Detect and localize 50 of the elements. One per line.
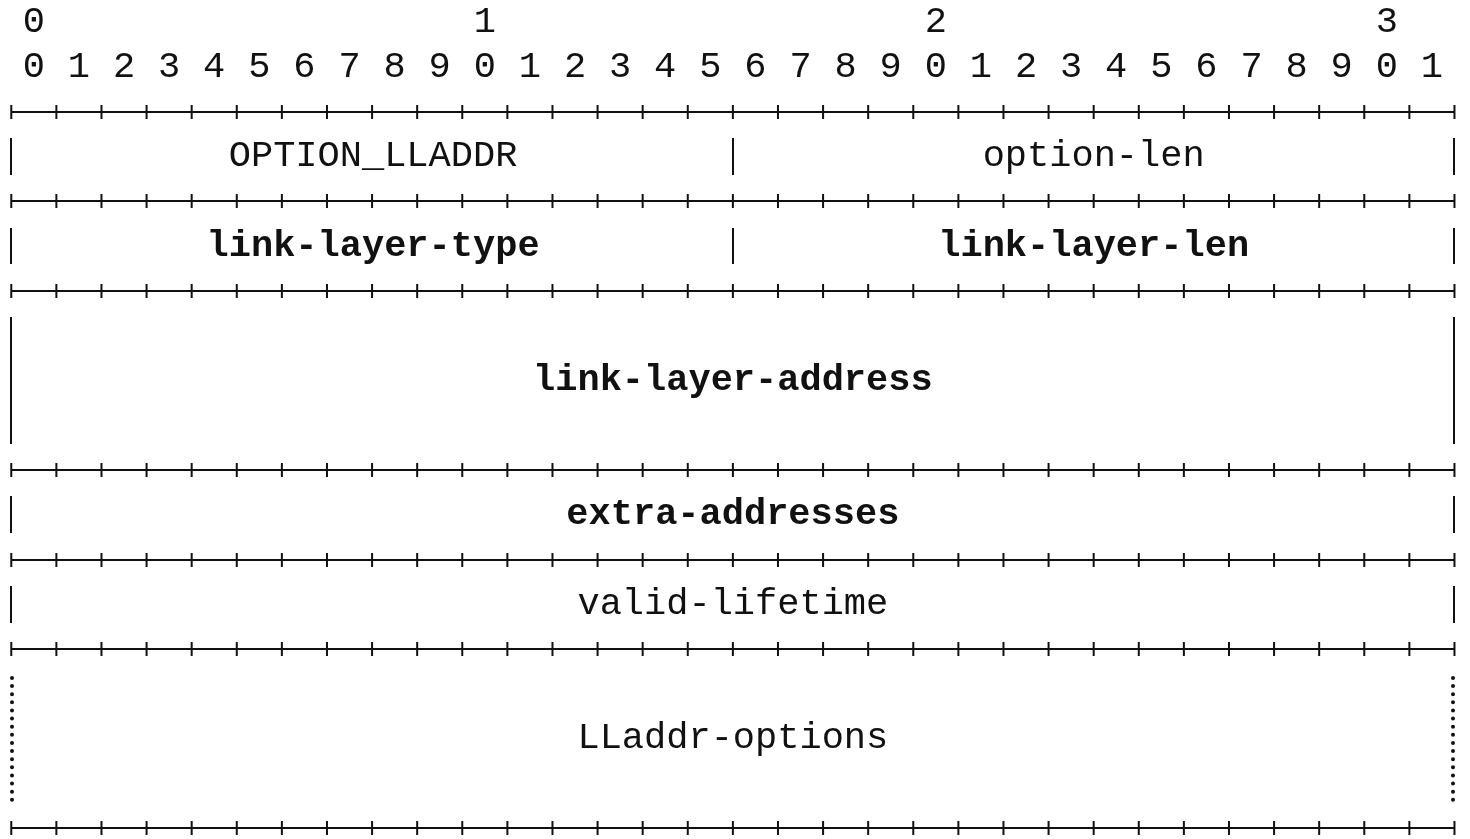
bit-number: 4: [654, 48, 677, 86]
field-box: [10, 496, 1456, 534]
bit-number: 9: [1330, 48, 1353, 86]
bit-number: 5: [1150, 48, 1173, 86]
bit-number: 1: [1420, 48, 1444, 86]
bit-number: 2: [112, 48, 136, 86]
field-box: [731, 227, 1456, 265]
bit-number: 4: [203, 48, 226, 86]
byte-offset-number: 0: [22, 3, 45, 41]
field-name: option-len: [982, 137, 1205, 175]
bit-number: 5: [248, 48, 271, 86]
bit-number: 0: [22, 48, 45, 86]
bit-number: 7: [1240, 48, 1263, 86]
bit-number: 7: [338, 48, 361, 86]
field-name: link-layer-type: [206, 227, 540, 265]
field-box: [10, 586, 1456, 623]
field-name: link-layer-len: [938, 227, 1250, 265]
bit-number: 5: [699, 48, 722, 86]
byte-offset-number: 1: [473, 3, 496, 41]
field-name: valid-lifetime: [577, 585, 889, 623]
bit-number: 2: [1014, 48, 1038, 86]
bit-number: 1: [969, 48, 993, 86]
field-name: link-layer-address: [533, 361, 933, 399]
bit-number: 6: [293, 48, 316, 86]
bit-number: 3: [158, 48, 181, 86]
bit-number: 8: [834, 48, 857, 86]
byte-offset-number: 3: [1375, 3, 1398, 41]
bit-number: 6: [744, 48, 767, 86]
field-name: extra-addresses: [566, 496, 900, 534]
bit-number: 0: [924, 48, 947, 86]
bit-number: 8: [383, 48, 406, 86]
bit-number: 0: [473, 48, 496, 86]
field-name: OPTION_LLADDR: [228, 137, 518, 175]
field-box: [10, 675, 1456, 802]
field-name: LLaddr-options: [577, 720, 889, 758]
bit-number: 0: [1375, 48, 1398, 86]
bit-number: 8: [1285, 48, 1308, 86]
bit-number: 7: [789, 48, 812, 86]
byte-offset-number: 2: [924, 3, 947, 41]
bit-number: 3: [609, 48, 632, 86]
field-box: [731, 138, 1456, 175]
bit-number: 9: [428, 48, 451, 86]
bit-number: 2: [563, 48, 587, 86]
bit-number: 1: [67, 48, 91, 86]
bit-number: 4: [1105, 48, 1128, 86]
bit-number: 6: [1195, 48, 1218, 86]
bit-number: 9: [879, 48, 902, 86]
bit-number: 3: [1060, 48, 1083, 86]
bit-number: 1: [518, 48, 542, 86]
field-box: [10, 317, 1456, 444]
